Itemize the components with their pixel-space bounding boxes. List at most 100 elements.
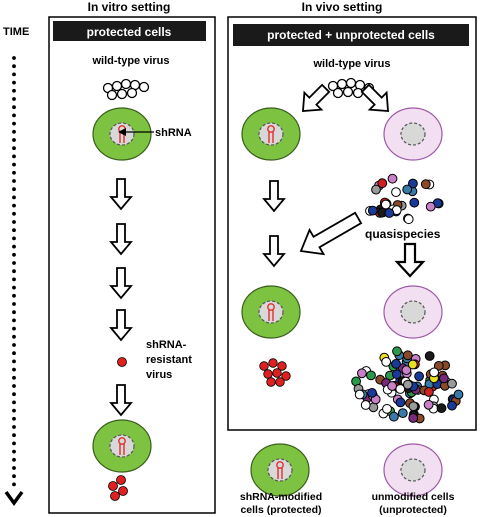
time-axis-dot [12, 416, 16, 421]
shrna-stem [268, 132, 274, 143]
time-axis-dot [12, 80, 16, 85]
protected-cell-vivo-bottom [241, 285, 301, 339]
resistant-label-3: virus [146, 369, 172, 381]
in-vivo-title: In vivo setting [302, 0, 383, 14]
time-axis-dot [12, 97, 16, 101]
quasispecies-particle [425, 201, 436, 212]
time-axis-dot [12, 449, 16, 454]
virus-particle [138, 81, 150, 93]
quasispecies-particle [354, 389, 365, 400]
quasispecies-particle [360, 400, 371, 410]
time-axis-dots [12, 56, 16, 487]
quasispecies-particle [381, 357, 392, 367]
quasispecies-particle [395, 384, 406, 394]
legend-unprotected-label-1: unmodified cells [372, 491, 455, 503]
time-axis-dot [12, 318, 16, 323]
time-axis-dot [12, 121, 16, 126]
resistant-label-1: shRNA- [146, 339, 187, 351]
quasispecies-particle [433, 361, 444, 371]
in-vitro-virus-cluster [102, 78, 150, 101]
quasispecies-particle [407, 359, 418, 370]
in-vivo-virus-label: wild-type virus [312, 58, 390, 70]
quasispecies-particle [409, 197, 420, 208]
quasispecies-particle [424, 351, 435, 361]
resistant-virus-particle [263, 369, 273, 379]
time-axis-dot [12, 113, 16, 118]
time-axis-dot [12, 441, 16, 446]
time-axis-dot [12, 285, 16, 290]
legend-unprotected-label-2: (unprotected) [379, 504, 447, 516]
resistant-virus-particle [116, 475, 126, 485]
resistant-virus-particle [268, 358, 278, 368]
virus-particle [352, 87, 364, 99]
quasispecies-particle [453, 389, 464, 400]
virus-particle [345, 77, 357, 89]
resistant-virus-cluster-vivo [259, 358, 291, 387]
legend-protected-label-2: cells (protected) [240, 504, 321, 516]
cell-nucleus [258, 300, 284, 324]
virus-particle [336, 78, 348, 90]
time-axis-dot [12, 457, 16, 462]
time-axis-dot [12, 105, 16, 110]
quasispecies-cluster-small [365, 173, 444, 225]
time-axis-dot [12, 375, 16, 380]
quasispecies-particle [423, 399, 434, 410]
time-axis-dot [12, 392, 16, 397]
time-label: TIME [3, 26, 29, 38]
arrow-quasispecies-to-protected [299, 211, 363, 256]
resistant-virus-particle [117, 357, 127, 367]
quasispecies-particle [367, 388, 377, 398]
virus-particle [342, 86, 354, 98]
time-axis-dot [12, 64, 16, 69]
time-axis-dot [12, 138, 16, 142]
resistant-virus-particle [108, 481, 118, 491]
time-axis-dot [12, 343, 16, 347]
quasispecies-particle [402, 184, 413, 195]
in-vitro-panel [48, 16, 216, 514]
shrna-pointer-arrowhead [118, 128, 126, 136]
shrna-loop [267, 303, 275, 311]
protected-cell-bottom [92, 419, 152, 473]
quasispecies-particle [447, 400, 457, 411]
quasispecies-particle [391, 187, 401, 198]
cell-nucleus [109, 434, 135, 458]
quasispecies-particle [397, 408, 408, 419]
cell-nucleus [400, 122, 426, 146]
quasispecies-label: quasispecies [365, 227, 441, 241]
time-axis-dot [12, 310, 16, 315]
quasispecies-particle [402, 350, 413, 361]
cell-nucleus [400, 300, 426, 324]
in-vitro-arrow-4 [110, 309, 132, 341]
time-axis-dot [12, 425, 16, 429]
time-axis-dot [12, 56, 16, 60]
quasispecies-particle [408, 413, 419, 423]
shrna-loop [276, 461, 284, 469]
time-axis-dot [12, 195, 16, 200]
time-axis-arrowhead [4, 490, 24, 506]
unprotected-cell-vivo-top [383, 107, 443, 161]
time-axis-dot [12, 170, 16, 175]
time-axis-dot [12, 252, 16, 257]
quasispecies-particle [366, 370, 376, 381]
time-axis-dot [12, 179, 16, 183]
quasispecies-particle [384, 208, 395, 218]
quasispecies-particle [429, 367, 440, 378]
resistant-virus-particle [275, 377, 285, 387]
arrow-virus-to-unprotected [360, 83, 389, 112]
quasispecies-particle [408, 401, 419, 412]
time-axis-dot [12, 326, 16, 331]
quasispecies-particle [414, 371, 425, 382]
in-vitro-arrow-5 [110, 384, 132, 416]
quasispecies-particle [403, 214, 414, 225]
in-vitro-arrow-1 [110, 178, 132, 210]
legend-protected-cell [250, 443, 310, 497]
resistant-virus-particle [259, 361, 269, 371]
in-vitro-header: protected cells [87, 25, 172, 39]
quasispecies-particle [387, 381, 398, 391]
time-axis-dot [12, 293, 16, 298]
cell-nucleus [258, 122, 284, 146]
quasispecies-particle [408, 178, 418, 189]
shrna-loop [267, 125, 275, 133]
shrna-stem [268, 310, 274, 321]
